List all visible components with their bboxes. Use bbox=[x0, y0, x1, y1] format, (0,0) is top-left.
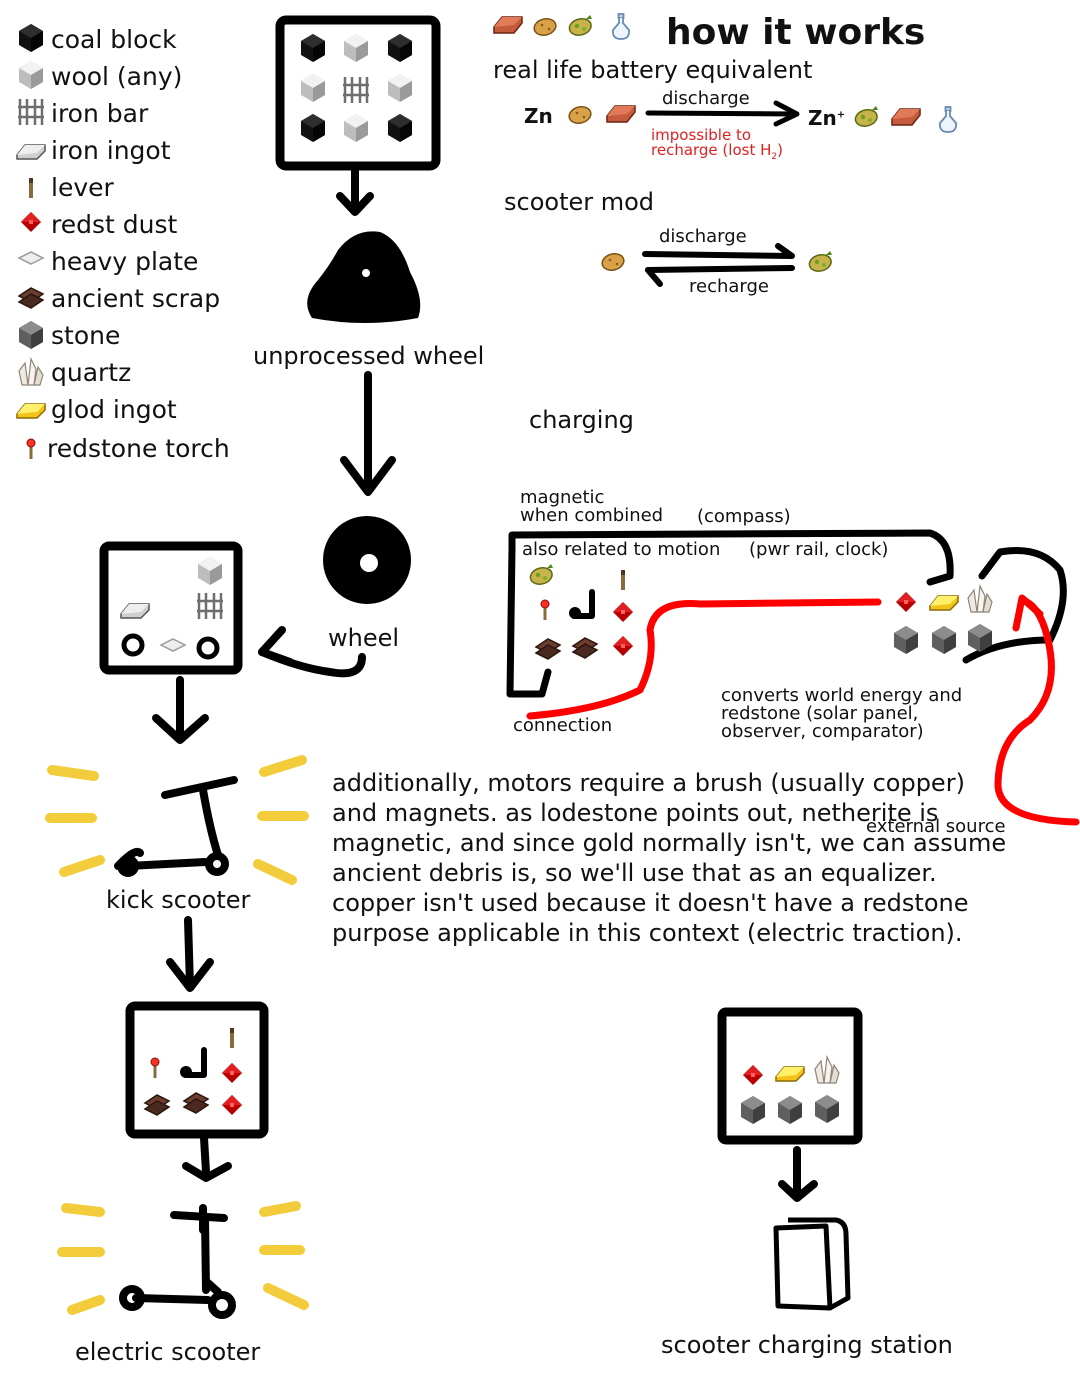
brick-icon bbox=[606, 105, 636, 123]
reversible-arrows bbox=[642, 243, 795, 287]
poisonous-potato-icon bbox=[566, 14, 594, 39]
scooter-mod-heading: scooter mod bbox=[504, 188, 655, 216]
converts-note-line1: converts world energy and bbox=[721, 685, 963, 706]
electric-scooter-sparkle bbox=[57, 1201, 309, 1315]
electric-scooter-drawing bbox=[119, 1204, 236, 1319]
impossible-note-line2: recharge (lost H2) bbox=[651, 141, 783, 163]
iron-ingot-icon bbox=[16, 144, 46, 160]
legend-label: ancient scrap bbox=[51, 284, 221, 313]
legend-label: coal block bbox=[51, 25, 177, 54]
legend-label: redstone torch bbox=[47, 434, 230, 463]
quartz-icon bbox=[18, 358, 44, 386]
arrow-to-charging-station bbox=[778, 1146, 818, 1202]
arrow-to-electric-scooter bbox=[182, 1134, 232, 1182]
coal-block-icon bbox=[19, 24, 43, 52]
bottle-icon bbox=[612, 13, 630, 40]
unprocessed-wheel-label: unprocessed wheel bbox=[253, 342, 485, 370]
discharge-arrow bbox=[645, 100, 800, 127]
electric-scooter-recipe bbox=[125, 1001, 269, 1139]
charging-station-drawing bbox=[773, 1217, 851, 1311]
poisonous-potato-icon bbox=[806, 250, 834, 275]
impossible-note-line1: impossible to bbox=[651, 126, 752, 144]
electric-scooter-label: electric scooter bbox=[75, 1338, 261, 1366]
unprocessed-wheel-shape bbox=[307, 231, 421, 323]
arrow-to-kick-scooter bbox=[152, 676, 209, 744]
charging-heading: charging bbox=[529, 406, 634, 434]
arrow-wheel-to-recipe bbox=[258, 626, 366, 678]
battery-heading: real life battery equivalent bbox=[493, 56, 813, 84]
arrow-to-electric-recipe bbox=[166, 916, 214, 992]
legend-label: redst dust bbox=[51, 210, 178, 239]
motion-examples: (pwr rail, clock) bbox=[749, 539, 889, 560]
arrow-to-wheel bbox=[340, 371, 396, 496]
legend-label: glod ingot bbox=[51, 395, 177, 424]
connection-label: connection bbox=[513, 715, 613, 736]
iron-bar-icon bbox=[16, 97, 46, 127]
legend-label: iron bar bbox=[51, 99, 149, 128]
wool-icon bbox=[19, 61, 43, 89]
legend-label: quartz bbox=[51, 358, 132, 387]
potato-icon bbox=[566, 103, 594, 127]
kick-scooter-drawing bbox=[114, 776, 238, 877]
kick-scooter-recipe bbox=[99, 541, 243, 675]
charging-station-recipe bbox=[717, 1007, 863, 1145]
brick-icon bbox=[493, 16, 523, 34]
kick-scooter-sparkle bbox=[45, 755, 309, 885]
legend-label: stone bbox=[51, 321, 121, 350]
arrow-recipe-to-unprocessed bbox=[336, 164, 374, 216]
redstone-torch-icon bbox=[26, 438, 36, 460]
poisonous-potato-icon bbox=[852, 105, 880, 130]
magnetic-note-line1: magnetic bbox=[520, 487, 605, 508]
lever-icon bbox=[29, 178, 33, 198]
magnetic-note-line2: when combined bbox=[520, 505, 664, 526]
legend-label: iron ingot bbox=[51, 136, 171, 165]
discharge-label: discharge bbox=[662, 88, 750, 109]
redstone-dust-icon bbox=[21, 212, 41, 232]
bottle-icon bbox=[939, 106, 957, 133]
legend-label: heavy plate bbox=[51, 247, 199, 276]
heavy-plate-icon bbox=[18, 251, 44, 265]
zn-label: Zn bbox=[524, 104, 553, 128]
compass-note: (compass) bbox=[697, 506, 791, 527]
ancient-scrap-icon bbox=[18, 287, 44, 309]
kick-scooter-label: kick scooter bbox=[106, 886, 251, 914]
unprocessed-wheel-recipe bbox=[275, 15, 441, 171]
legend-label: wool (any) bbox=[51, 62, 183, 91]
potato-icon bbox=[531, 15, 559, 39]
charging-station-label: scooter charging station bbox=[661, 1331, 953, 1359]
converts-note-line2: redstone (solar panel, bbox=[721, 703, 919, 724]
explanation-paragraph: additionally, motors require a brush (us… bbox=[332, 769, 1007, 947]
stone-icon bbox=[19, 321, 43, 349]
motion-note: also related to motion bbox=[522, 539, 721, 560]
brick-icon bbox=[891, 108, 921, 126]
mod-discharge-label: discharge bbox=[659, 226, 747, 247]
gold-ingot-icon bbox=[16, 403, 46, 419]
potato-icon bbox=[599, 250, 627, 274]
charging-wires bbox=[506, 529, 1067, 698]
page-title: how it works bbox=[666, 12, 926, 53]
red-connection-wires bbox=[526, 594, 1080, 826]
external-source-label: external source bbox=[866, 816, 1006, 837]
converts-note-line3: observer, comparator) bbox=[721, 721, 924, 742]
wheel-label: wheel bbox=[328, 624, 400, 652]
zn-plus-label: Zn+ bbox=[808, 106, 846, 130]
charging-station-recipe-preview bbox=[894, 585, 993, 654]
mod-recharge-label: recharge bbox=[689, 276, 769, 297]
charging-recipe-icons bbox=[527, 563, 633, 660]
legend-label: lever bbox=[51, 173, 114, 202]
